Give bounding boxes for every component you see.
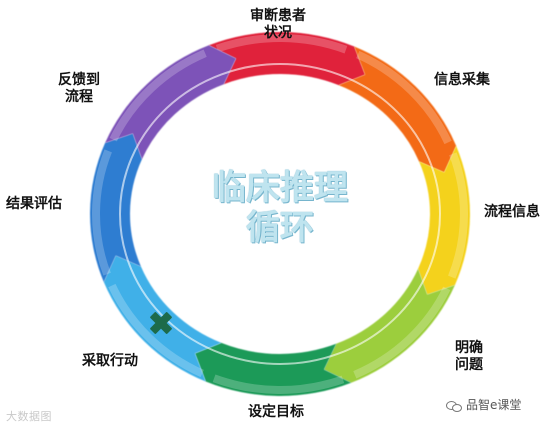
ring-segment-highlight (109, 49, 207, 142)
watermark-left: 大数据图 (6, 410, 52, 423)
ring-segment-goals (195, 342, 352, 396)
stage-label-evaluate-outcome: 结果评估 (6, 196, 62, 212)
stage-label-assess-patient: 审断患者 状况 (250, 8, 306, 41)
ring-segment-highlight (353, 286, 451, 379)
stage-label-process-info: 流程信息 (484, 204, 540, 220)
ring-segment-highlight (212, 374, 345, 394)
cycle-title: 临床推理 循环 (212, 168, 348, 248)
ring-segment-highlight (215, 34, 348, 54)
wechat-icon (446, 400, 462, 412)
ring-segment-evaluate (89, 133, 142, 283)
stage-label-collect-info: 信息采集 (434, 72, 490, 88)
watermark-right-text: 品智e课堂 (466, 398, 522, 412)
ring-segment-highlight (448, 152, 468, 279)
ring-segment-collect (338, 46, 457, 173)
stage-label-identify-problem: 明确 问题 (455, 340, 483, 373)
ring-segment-highlight (108, 283, 204, 378)
ring-segment-feedback (105, 45, 237, 160)
stage-label-set-goals: 设定目标 (248, 404, 304, 420)
ring-segment-highlight (92, 149, 112, 276)
ring-segment-identify (323, 268, 455, 383)
ring-segment-assess (208, 32, 365, 86)
ring-segment-process (418, 145, 471, 295)
cross-icon (150, 312, 172, 334)
stage-label-take-action: 采取行动 (82, 353, 138, 369)
watermark-right: 品智e课堂 (446, 396, 521, 413)
stage-label-feedback-process: 反馈到 流程 (58, 72, 100, 105)
ring-segment-highlight (356, 50, 452, 145)
